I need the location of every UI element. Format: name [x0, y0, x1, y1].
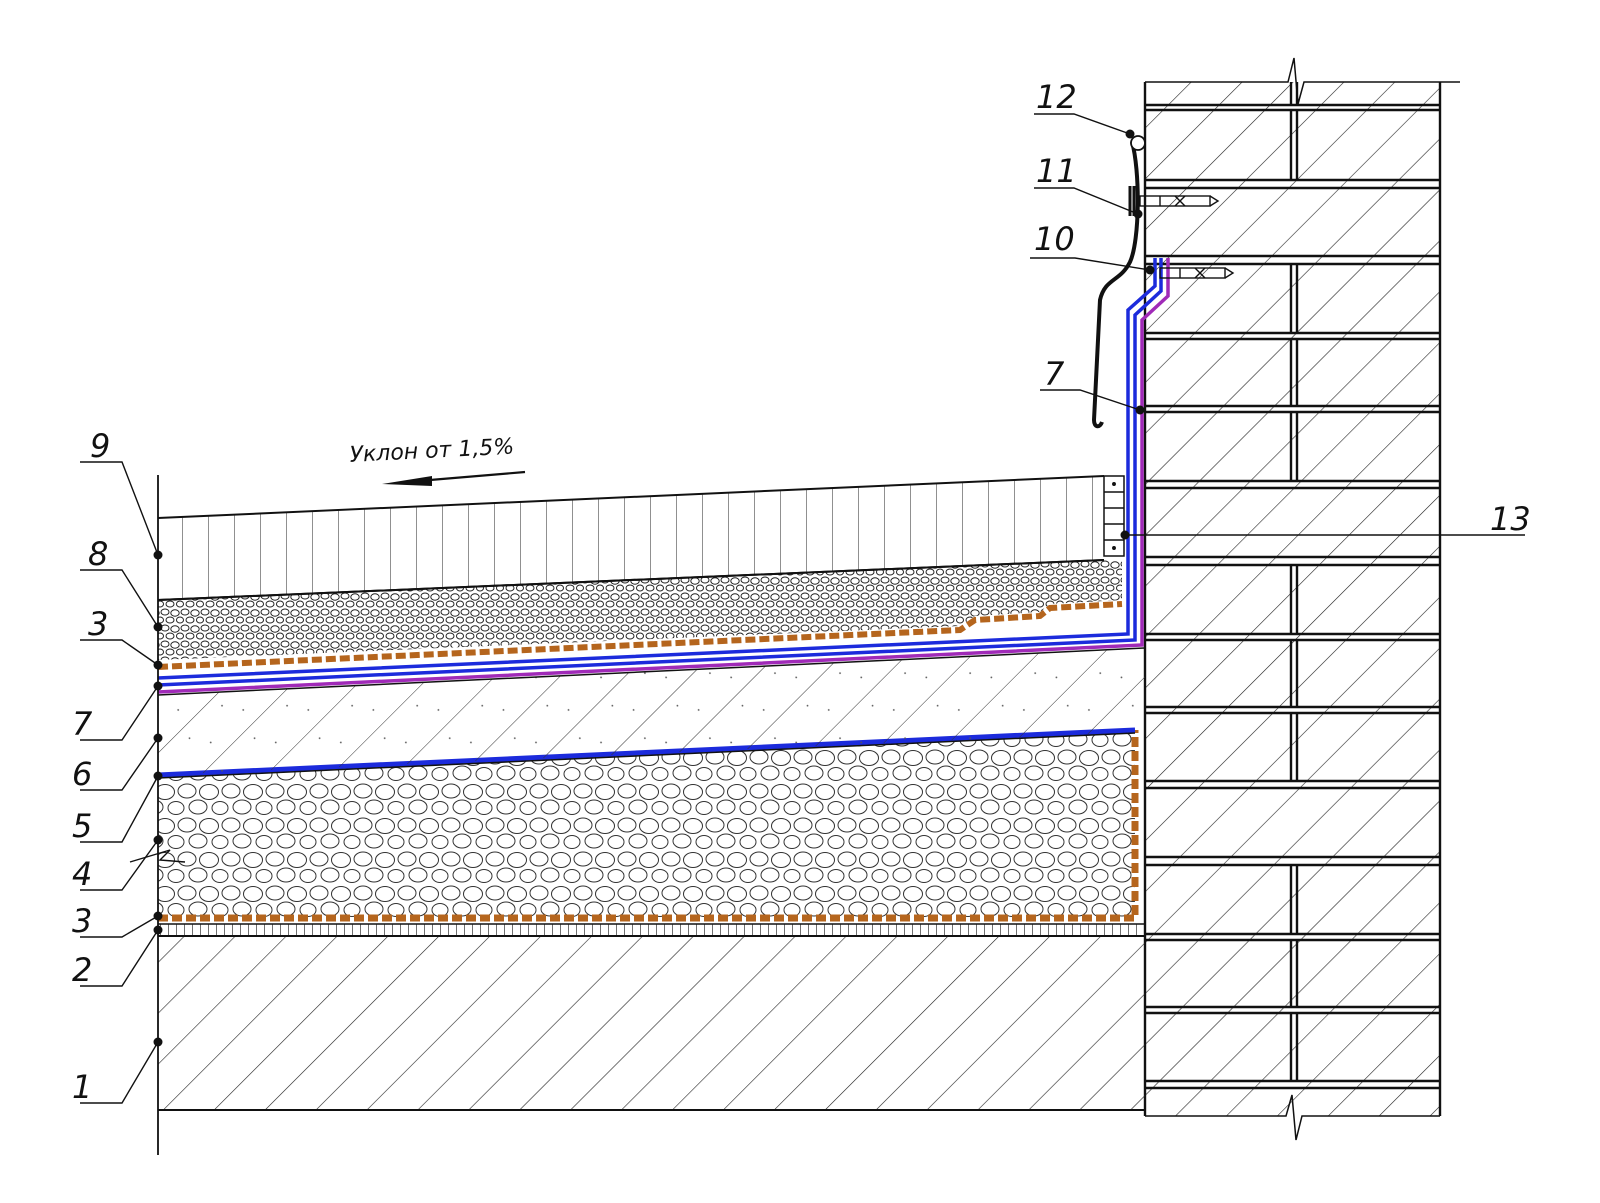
callout-7-left: 7	[72, 705, 93, 743]
callout-8: 8	[88, 535, 108, 573]
callout-labels: 1 2 3 4 5 6 7 3 8 9 7 10 11 12 13	[72, 78, 1531, 1106]
callout-5: 5	[72, 807, 92, 845]
callout-6: 6	[72, 755, 92, 793]
item-13-edge-insert	[1103, 475, 1125, 557]
slope-text: Уклон от 1,5%	[349, 434, 515, 468]
slope-indicator: Уклон от 1,5%	[349, 434, 526, 486]
dowel-upper	[1139, 195, 1220, 207]
callout-2: 2	[72, 951, 92, 989]
brick-wall	[1143, 57, 1460, 1141]
break-line-top	[1145, 57, 1460, 105]
item-12-sealant	[1130, 135, 1146, 151]
callout-12: 12	[1036, 78, 1077, 116]
layer-2-vapor-barrier	[158, 923, 1145, 936]
callout-3-bottom: 3	[72, 902, 92, 940]
layer-9-paving	[157, 475, 1105, 601]
layer-7-waterproofing	[157, 258, 1170, 696]
callout-4: 4	[72, 855, 92, 893]
layer-6-screed	[158, 648, 1145, 775]
item-10-flashing-profile	[1091, 141, 1140, 429]
layer-4-gravel-fill	[158, 730, 1135, 918]
callout-1: 1	[72, 1068, 92, 1106]
callout-13: 13	[1490, 500, 1531, 538]
break-line-bottom	[1145, 1094, 1440, 1141]
callout-9: 9	[90, 427, 110, 465]
dowel-lower	[1159, 267, 1235, 279]
layer-3-geotextile-top	[157, 601, 1123, 670]
callout-3-top: 3	[88, 605, 108, 643]
callout-dots	[153, 129, 1155, 1047]
layer-3-geotextile-bottom	[158, 730, 1139, 922]
brick-wall-hatch	[1145, 82, 1440, 1116]
layer-1-concrete-slab	[158, 935, 1145, 1111]
callout-11: 11	[1036, 152, 1077, 190]
callout-10: 10	[1034, 220, 1075, 258]
callout-leaders	[80, 113, 1525, 1104]
callout-7-right: 7	[1044, 355, 1065, 393]
